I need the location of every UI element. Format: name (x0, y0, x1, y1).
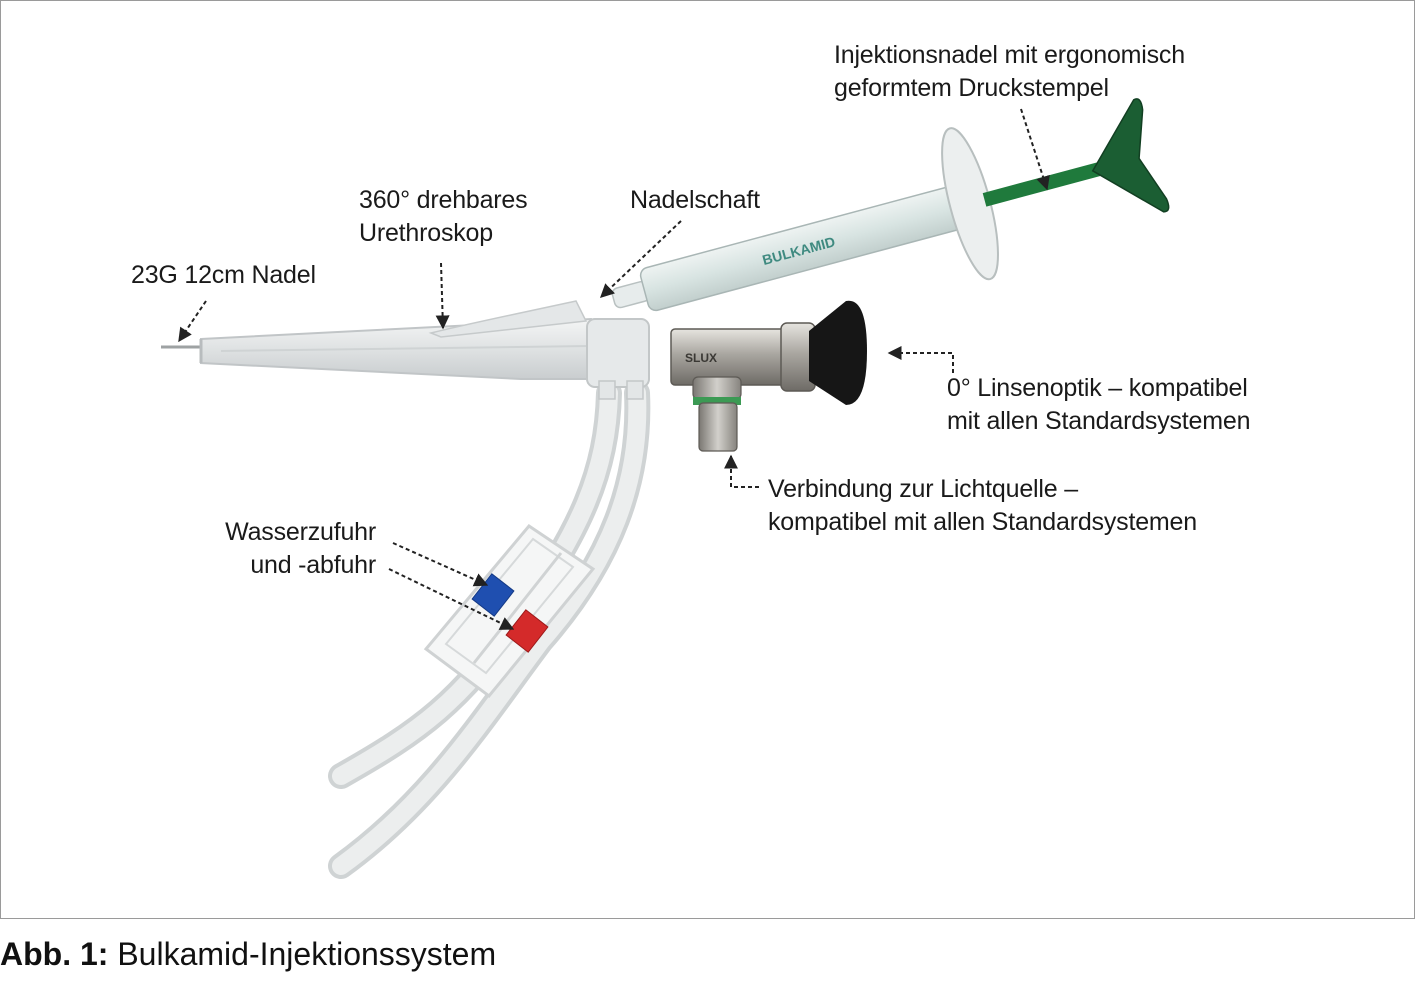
valve-block (423, 524, 596, 699)
label-light-connection-line2: kompatibel mit allen Standardsystemen (768, 508, 1197, 536)
arrow-lens-optics (887, 346, 954, 373)
connector-hub (586, 318, 650, 400)
label-water-line2: und -abfuhr (250, 551, 376, 579)
light-connector (692, 376, 742, 452)
label-injection-needle-line1: Injektionsnadel mit ergonomisch (834, 41, 1185, 69)
arrow-water-blue (392, 542, 489, 587)
red-valve-clip (505, 609, 549, 653)
urethroscope-sheath (199, 300, 605, 380)
blue-valve-clip (471, 573, 515, 617)
scope-brand-text: SLUX (685, 351, 717, 365)
eyepiece (809, 300, 867, 405)
label-injection-needle-line2: geformtem Druckstempel (834, 74, 1109, 102)
label-urethroscope-line1: 360° drehbares (359, 186, 528, 214)
arrow-water-red (388, 568, 515, 630)
figure-caption: Abb. 1: Bulkamid-Injektionssystem (0, 934, 496, 974)
label-urethroscope-line2: Urethroskop (359, 219, 493, 247)
arrow-needle (178, 300, 207, 343)
label-needle-text: 23G 12cm Nadel (131, 261, 316, 289)
label-lens-optics-line2: mit allen Standardsystemen (947, 407, 1251, 435)
device-illustration: SLUX BULKAMID (161, 98, 1170, 879)
label-needle-shaft: Nadelschaft (630, 184, 760, 217)
label-light-connection: Verbindung zur Lichtquelle – kompatibel … (768, 473, 1197, 539)
callout-arrows (178, 108, 1050, 630)
label-urethroscope: 360° drehbares Urethroskop (359, 184, 528, 250)
arrow-light-connection (724, 454, 759, 488)
arrow-needle-shaft (599, 220, 682, 298)
label-needle-shaft-text: Nadelschaft (630, 186, 760, 214)
arrow-injection-needle (1020, 108, 1050, 191)
label-light-connection-line1: Verbindung zur Lichtquelle – (768, 475, 1078, 503)
figure-frame: SLUX BULKAMID (0, 0, 1415, 919)
label-lens-optics-line1: 0° Linsenoptik – kompatibel (947, 374, 1248, 402)
label-water: Wasserzufuhr und -abfuhr (201, 516, 376, 582)
label-lens-optics: 0° Linsenoptik – kompatibel mit allen St… (947, 372, 1250, 438)
arrow-urethroscope (435, 262, 450, 330)
caption-prefix: Abb. 1: (0, 936, 109, 972)
label-injection-needle: Injektionsnadel mit ergonomisch geformte… (834, 39, 1185, 105)
label-water-line1: Wasserzufuhr (225, 518, 376, 546)
label-needle: 23G 12cm Nadel (131, 259, 316, 292)
caption-text: Bulkamid-Injektionssystem (117, 936, 497, 972)
